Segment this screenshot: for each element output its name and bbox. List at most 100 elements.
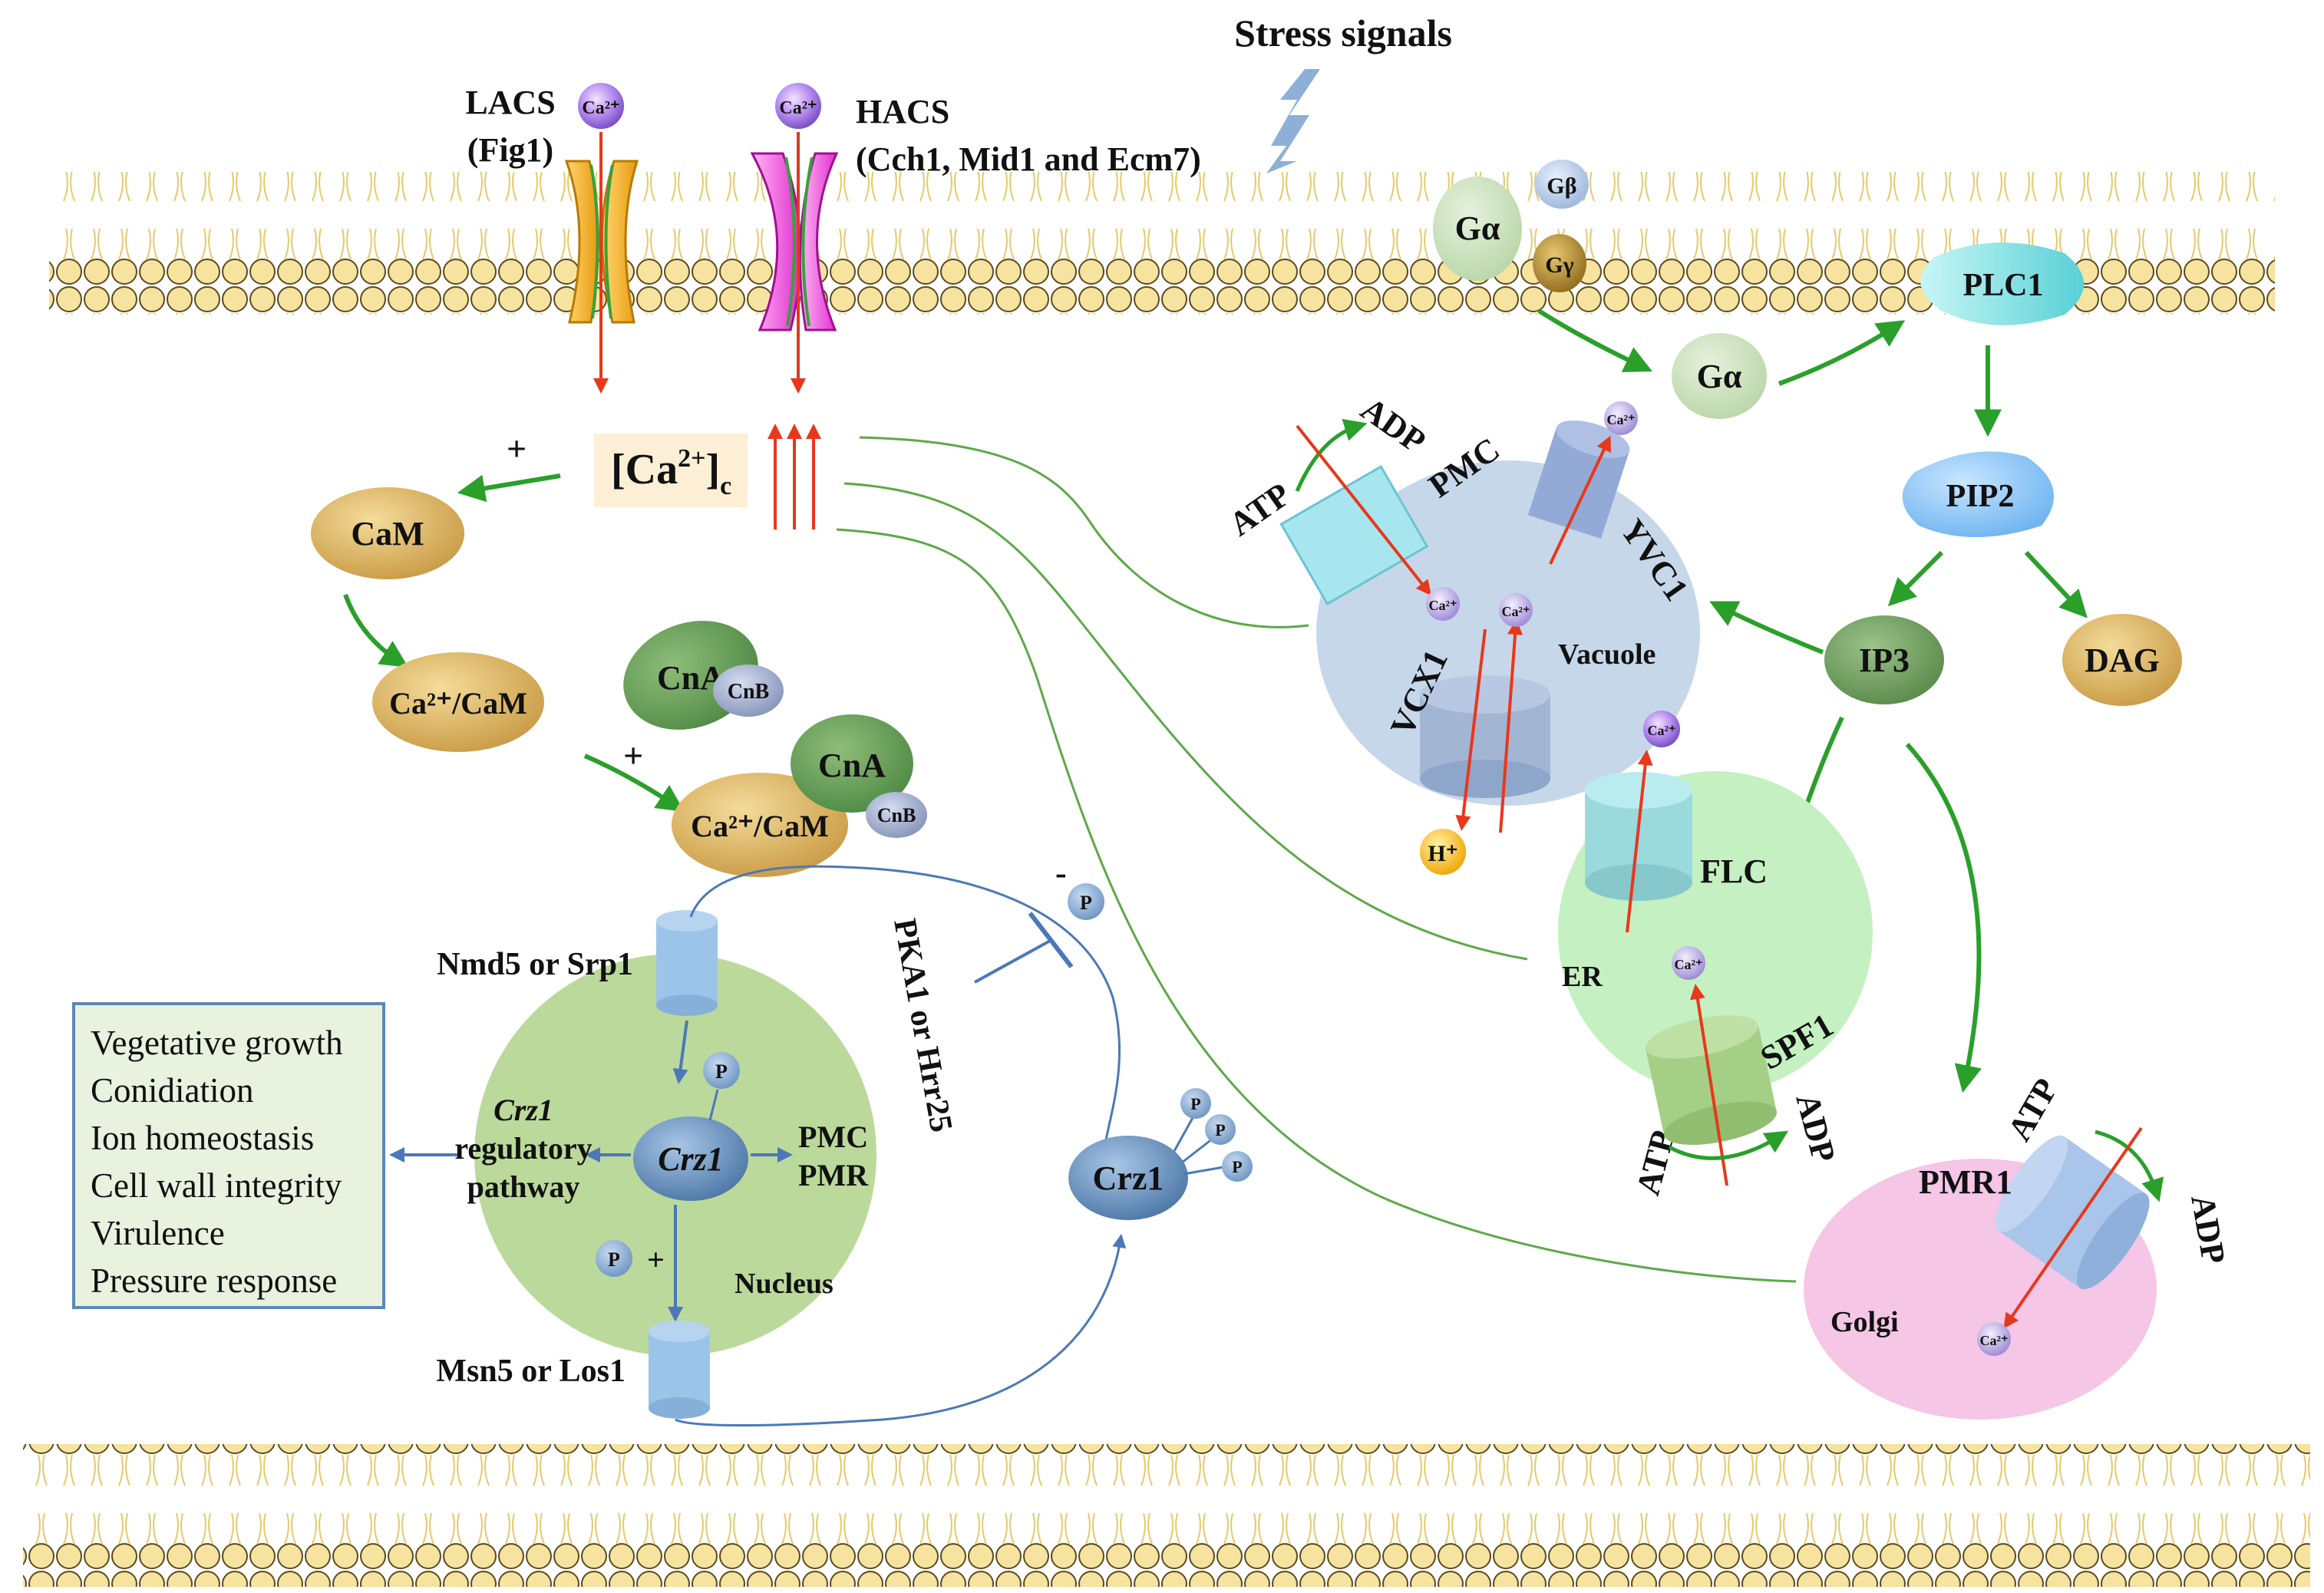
outcome-item: Vegetative growth — [91, 1024, 343, 1062]
golgi-atp-hydrolysis-arrow — [2095, 1130, 2164, 1202]
target-pmr-label: PMR — [798, 1158, 869, 1192]
cytoplasmic-crz1-protein — [1068, 1136, 1188, 1220]
golgi-ion-label: Ca²⁺ — [1980, 1333, 2009, 1348]
ca-cam-to-complex-arrow — [583, 754, 685, 812]
g-alpha-label: Gα — [1455, 209, 1500, 247]
calcium-to-golgi-line — [836, 528, 1797, 1283]
cytosolic-calcium-box — [594, 434, 748, 507]
calcium-ion-icon — [1604, 401, 1638, 435]
pmc-pump — [1279, 464, 1429, 606]
cam-activation-plus: + — [507, 429, 527, 468]
phosphate-icon — [1222, 1151, 1253, 1182]
phosphate-icon — [596, 1240, 632, 1277]
vcx1-calcium-arrow — [1499, 619, 1523, 833]
complex-ca-cam-protein — [672, 773, 848, 877]
phospho-link — [1183, 1165, 1229, 1176]
g-beta-protein — [1535, 160, 1589, 209]
pmr1-transport-arrow — [2003, 1126, 2143, 1329]
vacuole-ion-label: Ca²⁺ — [1607, 412, 1636, 427]
pip2-molecule — [1902, 451, 2054, 537]
lacs-gene-label: (Fig1) — [467, 131, 553, 169]
cnb-label: CnB — [728, 680, 769, 704]
lightning-icon — [1266, 69, 1320, 173]
g-alpha-to-plc-arrow — [1778, 320, 1906, 386]
kinase-inhibition-line — [974, 938, 1052, 984]
phosphate-label: P — [608, 1248, 620, 1271]
calcium-to-er-line — [843, 482, 1528, 961]
flc-efflux-arrow — [1626, 750, 1653, 933]
spf1-transport-arrow — [1689, 984, 1728, 1186]
ip3-label: IP3 — [1859, 641, 1910, 679]
complex-cna-label: CnA — [818, 747, 886, 784]
phosphorylation-plus: + — [647, 1242, 665, 1277]
plc1-protein — [1920, 242, 2084, 325]
proton-label: H⁺ — [1428, 841, 1457, 866]
calcium-ion-icon — [1977, 1322, 2011, 1356]
importer-label: Nmd5 or Srp1 — [437, 947, 633, 982]
calcium-ion-icon — [1643, 711, 1680, 747]
plc1-label: PLC1 — [1963, 268, 2044, 303]
hacs-gene-label: (Cch1, Mid1 and Ecm7) — [856, 140, 1201, 178]
phospho-link — [1173, 1116, 1195, 1152]
calcium-ion-icon — [578, 83, 624, 129]
complex-activation-plus: + — [623, 736, 643, 775]
ip3-molecule — [1824, 615, 1944, 704]
phosphate-label: P — [1190, 1094, 1200, 1113]
yvc1-efflux-arrow — [1549, 435, 1611, 565]
vacuole-adp-label: ADP — [1354, 390, 1432, 460]
importer-transporter — [656, 910, 718, 1016]
lacs-label: LACS — [465, 84, 555, 121]
nuclear-crz1-protein — [633, 1116, 748, 1201]
pathway-line1-label: regulatory — [454, 1131, 592, 1166]
flc-label: FLC — [1700, 853, 1768, 890]
proton-icon — [1420, 829, 1466, 875]
g-gamma-label: Gγ — [1545, 252, 1573, 278]
plasma-membrane-top — [49, 172, 2275, 315]
vcx1-proton-arrow — [1455, 628, 1487, 831]
golgi-label: Golgi — [1830, 1306, 1899, 1338]
outcome-item: Virulence — [91, 1214, 225, 1252]
calcium-ion-icon — [1499, 593, 1533, 627]
hacs-channel — [750, 152, 839, 331]
kinase-inhibition-bar — [1028, 912, 1074, 968]
ca-cam-label: Ca²⁺/CaM — [389, 686, 527, 721]
er-atp-label: ATP — [1629, 1126, 1682, 1199]
g-beta-label: Gβ — [1547, 173, 1576, 199]
calcium-to-vacuole-line — [859, 436, 1309, 628]
golgi-atp-label: ATP — [2000, 1072, 2065, 1147]
exporter-label: Msn5 or Los1 — [436, 1354, 626, 1389]
complex-cnb-protein — [866, 792, 927, 838]
plasma-membrane-bottom — [23, 1444, 2310, 1587]
ca-cam-protein — [372, 652, 544, 752]
er-adp-label: ADP — [1788, 1090, 1843, 1166]
vcx1-exchanger — [1420, 675, 1550, 798]
outcome-item: Conidiation — [91, 1071, 254, 1110]
phospho-link — [708, 1089, 719, 1121]
cytoplasmic-crz1-label: Crz1 — [1093, 1159, 1164, 1197]
pip2-to-dag-arrow — [2024, 550, 2088, 618]
outcome-item: Cell wall integrity — [91, 1166, 342, 1205]
dag-label: DAG — [2085, 641, 2160, 679]
phosphate-icon — [1205, 1114, 1236, 1145]
g-protein-to-g-alpha-arrow — [1537, 308, 1653, 372]
phosphate-label: P — [1215, 1120, 1225, 1140]
complex-ca-cam-label: Ca²⁺/CaM — [691, 809, 829, 843]
exporter-transporter — [649, 1321, 710, 1419]
hacs-label: HACS — [856, 93, 949, 130]
import-arrow — [672, 1020, 688, 1084]
phosphate-icon — [1068, 883, 1104, 920]
hacs-ion-label: Ca²⁺ — [779, 98, 817, 118]
cam-to-ca-cam-arrow — [343, 593, 409, 668]
cytosolic-calcium-label: [Ca2+]c — [611, 444, 731, 500]
pathway-gene-label: Crz1 — [494, 1093, 553, 1127]
pmr1-label: PMR1 — [1919, 1163, 2012, 1201]
phosphate-label: P — [715, 1060, 728, 1083]
cam-protein — [311, 487, 464, 579]
golgi-adp-label: ADP — [2184, 1192, 2233, 1267]
g-alpha-free-protein — [1672, 333, 1767, 419]
vacuole-ion-label: Ca²⁺ — [1502, 604, 1530, 619]
calcium-ion-icon — [775, 83, 821, 129]
er-ion-label: Ca²⁺ — [1648, 723, 1676, 738]
outcome-list: Vegetative growth Conidiation Ion homeos… — [72, 1002, 385, 1309]
